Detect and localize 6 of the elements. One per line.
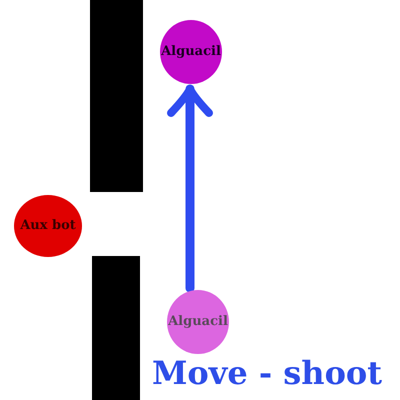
node-label: Alguacil [161,44,221,60]
node-label: Alguacil [168,314,228,330]
node-label: Aux bot [20,218,76,234]
wall-bar [90,0,143,192]
wall-bar [92,256,140,400]
title: Move - shoot [152,354,382,392]
